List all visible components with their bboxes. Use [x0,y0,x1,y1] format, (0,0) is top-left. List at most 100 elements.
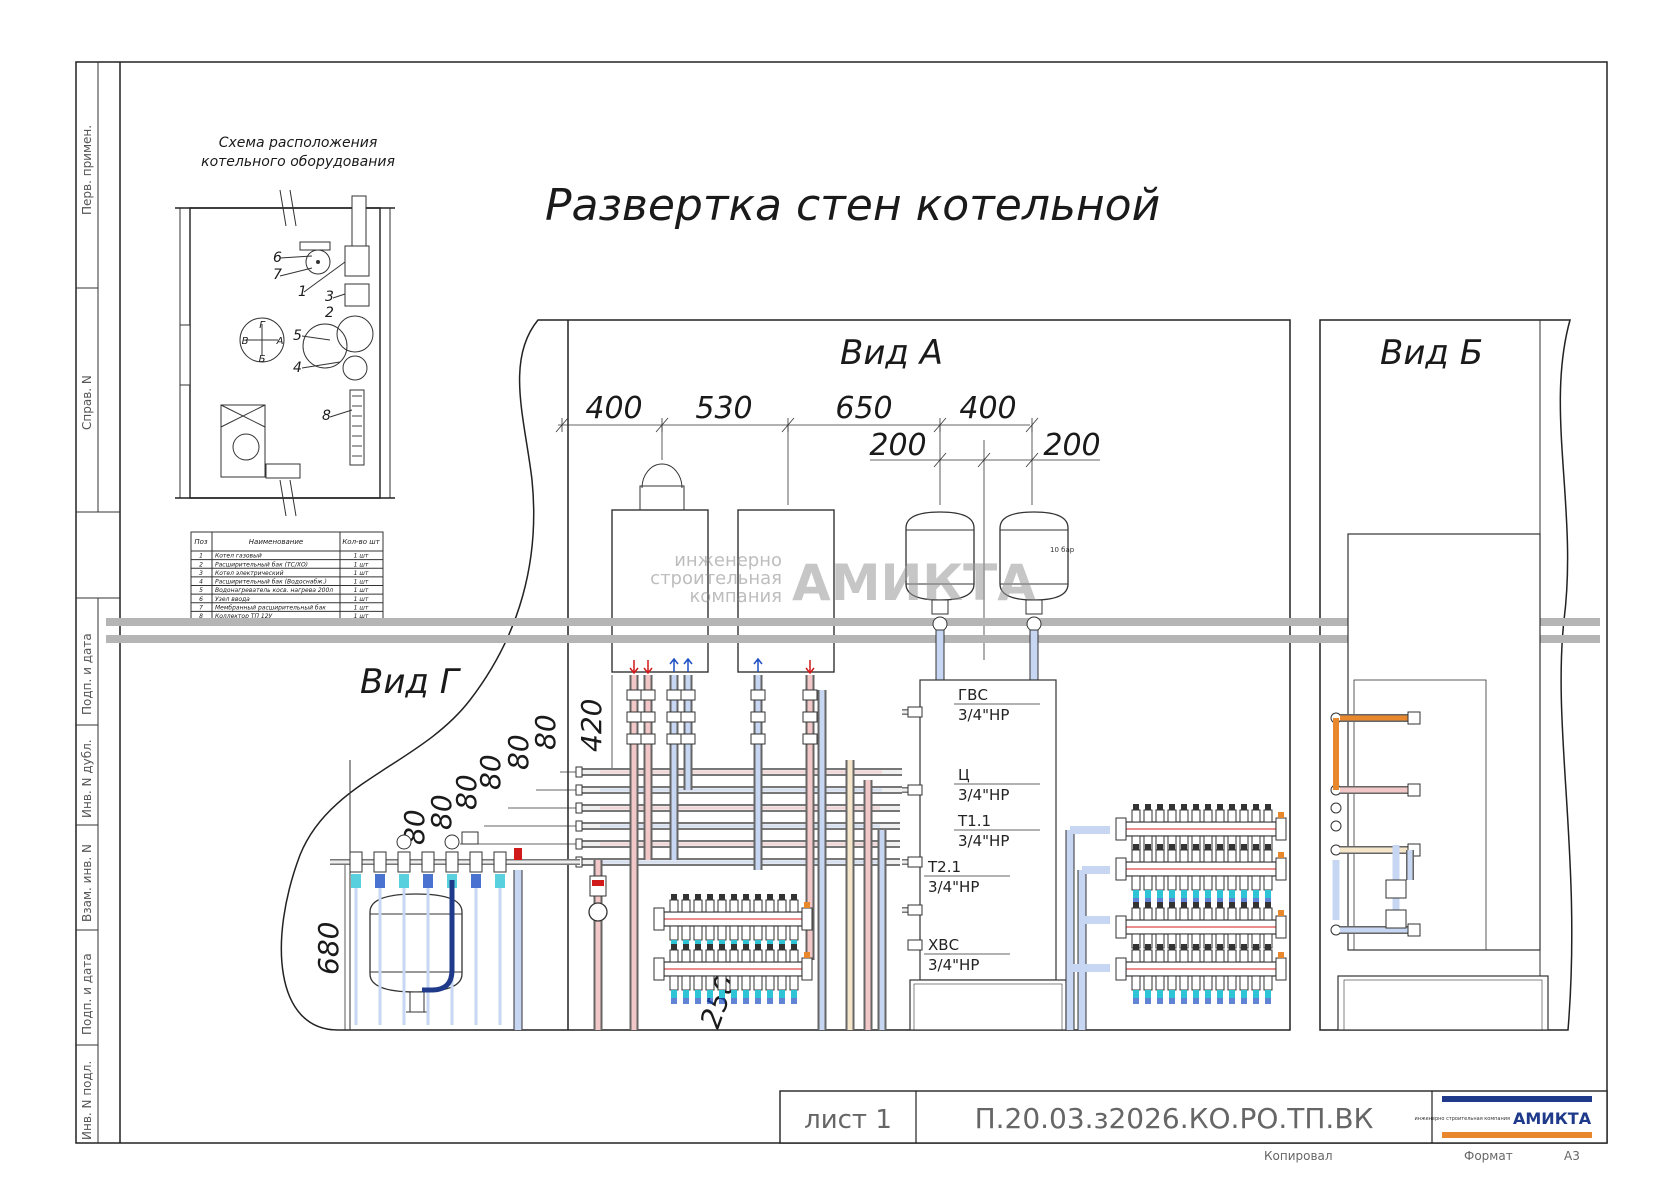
dim-680: 680 [312,922,345,975]
spec-row-pos: 8 [199,613,203,620]
dim-200-b: 200 [1043,428,1100,463]
manifold-right-3 [1115,902,1287,962]
plan-title-2: котельного оборудования [201,154,395,170]
plan-label-6: 6 [273,250,282,266]
sidebar-label-4: Инв. N дубл. [80,739,94,818]
plan-label-7: 7 [273,267,282,283]
spec-row-pos: 4 [199,579,203,586]
dim-400-a: 400 [585,391,642,426]
plan-label-3: 3 [325,289,334,305]
vertical-dimension-chain: 420 80 80 80 80 80 80 680 250 [312,675,743,1032]
compass-w: В [242,336,249,347]
sidebar-label-3: Подп. и дата [80,633,94,715]
view-b-label: Вид Б [1380,333,1483,373]
spec-row-qty: 1 шт [354,553,369,560]
plan-scheme: Схема расположения котельного оборудован… [175,135,395,517]
spec-row-name: Расширительный бак (ТС/ХО) [215,561,308,568]
dim-200-a: 200 [869,428,926,463]
spec-head-qty: Кол-во шт [342,538,380,546]
plan-label-2: 2 [325,305,334,321]
spec-row-qty: 1 шт [354,561,369,568]
dim-80-4: 80 [450,774,483,810]
spec-row-qty: 1 шт [354,579,369,586]
dim-400-b: 400 [959,391,1016,426]
dim-80-1: 80 [529,714,562,750]
watermark-line2: строительная [650,568,782,589]
plan-label-5: 5 [293,328,302,344]
spec-row-pos: 1 [199,553,203,560]
footer-copied: Копировал [1264,1149,1333,1163]
spec-row-name: Котел электрический [215,570,284,577]
pipe-label-name: Т2.1 [927,858,961,876]
spec-row-qty: 1 шт [354,596,369,603]
spec-row-qty: 1 шт [354,604,369,611]
manifold-right-2 [1115,844,1287,904]
view-g-label: Вид Г [360,662,462,702]
dim-80-5: 80 [425,794,458,830]
top-dimension-chain: 400 530 650 400 200 200 [555,391,1101,660]
sheet-number: лист 1 [804,1105,892,1135]
spec-head-name: Наименование [249,538,303,546]
spec-row-qty: 1 шт [354,587,369,594]
pipe-label-size: 3/4"НР [928,956,979,974]
pipe-label-name: ГВС [958,686,988,704]
sidebar-label-6: Подп. и дата [80,953,94,1035]
plan-label-4: 4 [293,360,302,376]
plan-label-8: 8 [322,408,331,424]
spec-row-name: Водонагреватель косв. нагрева 200л [215,587,333,594]
pipe-label-size: 3/4"НР [958,706,1009,724]
plan-title-1: Схема расположения [219,135,378,151]
expansion-tank-water: 10 бар [999,511,1075,601]
view-b-content [1330,533,1549,1031]
water-heater-panel [907,679,1067,1031]
pipe-label-name: Т1.1 [957,812,991,830]
left-expansion-tank [369,893,463,1013]
compass-s: Б [259,354,266,365]
boiler-port-arrows [629,657,815,675]
watermark-line1: инженерно [674,550,782,571]
sidebar-label-1: Перв. примен. [80,125,94,215]
spec-row-name: Котел газовый [215,553,262,560]
dim-650: 650 [835,391,892,426]
spec-row-name: Расширительный бак (Водоснабж.) [215,579,327,586]
expansion-tank-heating [905,511,975,601]
compass-n: Г [259,320,266,331]
spec-row-name: Узел ввода [215,596,250,603]
main-title: Развертка стен котельной [545,180,1160,231]
tank-pressure-label: 10 бар [1050,546,1075,554]
spec-row-qty: 1 шт [354,613,369,620]
view-a-label: Вид А [840,333,943,373]
gray-band-top [106,618,1600,626]
title-block: лист 1 П.20.03.з2026.КО.РО.ТП.ВК инженер… [779,1090,1608,1144]
pipe-label-size: 3/4"НР [958,832,1009,850]
pipe-label-size: 3/4"НР [958,786,1009,804]
drawing-code: П.20.03.з2026.КО.РО.ТП.ВК [975,1102,1374,1135]
spec-row-name: Мембранный расширительный бак [215,604,326,611]
watermark-brand: АМИКТА [792,554,1036,612]
plan-label-1: 1 [298,284,307,300]
sidebar-label-5: Взам. инв. N [80,844,94,922]
spec-row-pos: 7 [199,604,203,611]
footer-format-value: А3 [1564,1149,1580,1163]
gray-band-bottom [106,635,1600,643]
dim-80-2: 80 [502,734,535,770]
view-a-frame [280,319,1291,1031]
left-valve-manifold [330,831,580,1030]
watermark-line3: компания [689,586,782,607]
spec-head-pos: Поз [194,538,208,546]
spec-row-qty: 1 шт [354,570,369,577]
sidebar-label-2: Справ. N [80,375,94,430]
sidebar-label-7: Инв. N подл. [80,1061,94,1140]
dim-80-3: 80 [474,754,507,790]
tank-valve-group-1 [931,599,949,681]
pipe-label-name: ХВС [928,936,959,954]
right-riser [1065,826,1110,1030]
electric-boiler [737,509,835,673]
spec-row-name: Коллектор ТП 12У [215,613,273,620]
footer-format: Формат [1464,1149,1513,1163]
pipe-label-name: Ц [958,766,970,784]
dim-530: 530 [695,391,752,426]
manifold-right-4 [1115,944,1287,1004]
